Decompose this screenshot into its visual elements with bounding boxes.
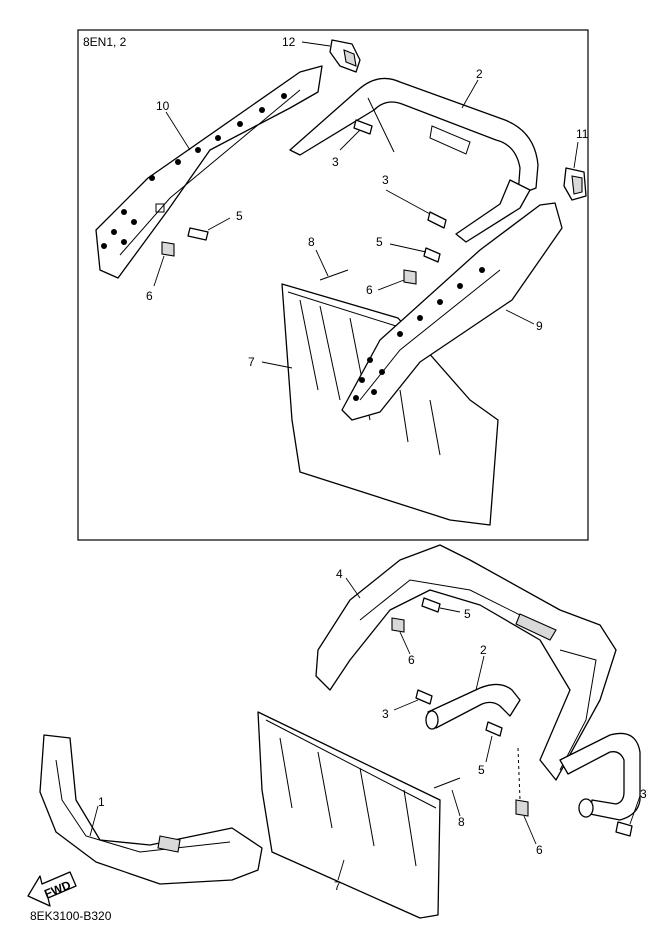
callout-4: 4 [336,567,343,581]
fasteners-bottom [391,597,633,837]
callouts-top: 12 2 10 11 3 3 3 5 8 5 6 6 7 9 [146,35,589,369]
inset-title: 8EN1, 2 [83,35,127,49]
callout-8: 8 [308,235,315,249]
part-10-left-step [95,65,323,279]
callout-10: 10 [156,99,170,113]
leaders-bottom [89,577,641,881]
callout-7: 7 [248,355,255,369]
fwd-label: FWD [42,878,73,901]
callout-5c: 5 [464,607,471,621]
callout-6b: 6 [366,283,373,297]
part-2-frame-bottom [425,683,641,821]
callout-12: 12 [282,35,296,49]
callout-6a: 6 [146,289,153,303]
fasteners-top [161,119,447,285]
leaders-top [153,41,579,369]
callout-5b: 5 [376,235,383,249]
callout-9: 9 [536,319,543,333]
part-11-bracket [563,167,587,201]
callout-8b: 8 [458,815,465,829]
callout-5d: 5 [478,763,485,777]
callout-5a: 5 [236,209,243,223]
part-4-rear-frame [315,544,617,781]
callout-3a: 3 [332,155,339,169]
part-7-mudflap-top [281,283,499,526]
inset-frame [77,29,589,541]
fwd-arrow-icon: FWD [27,871,77,907]
callout-6c: 6 [408,653,415,667]
callout-2b: 2 [480,643,487,657]
part-12-bracket [329,39,361,73]
callout-3b: 3 [382,173,389,187]
part-1-front-bumper [39,734,263,885]
part-9-right-step [341,202,563,421]
callout-6d: 6 [536,843,543,857]
callout-3d: 3 [382,707,389,721]
callout-3e: 3 [640,787,647,801]
callout-7b: 7 [334,879,341,893]
drawing-code: 8EK3100-B320 [30,909,112,923]
callout-2: 2 [476,67,483,81]
callouts-bottom: 4 5 6 2 3 5 1 8 3 6 7 [98,567,647,893]
callout-1: 1 [98,795,105,809]
callout-11: 11 [576,127,589,141]
part-7-mudflap-bottom [257,711,441,919]
part-2-frame-top [289,77,539,243]
